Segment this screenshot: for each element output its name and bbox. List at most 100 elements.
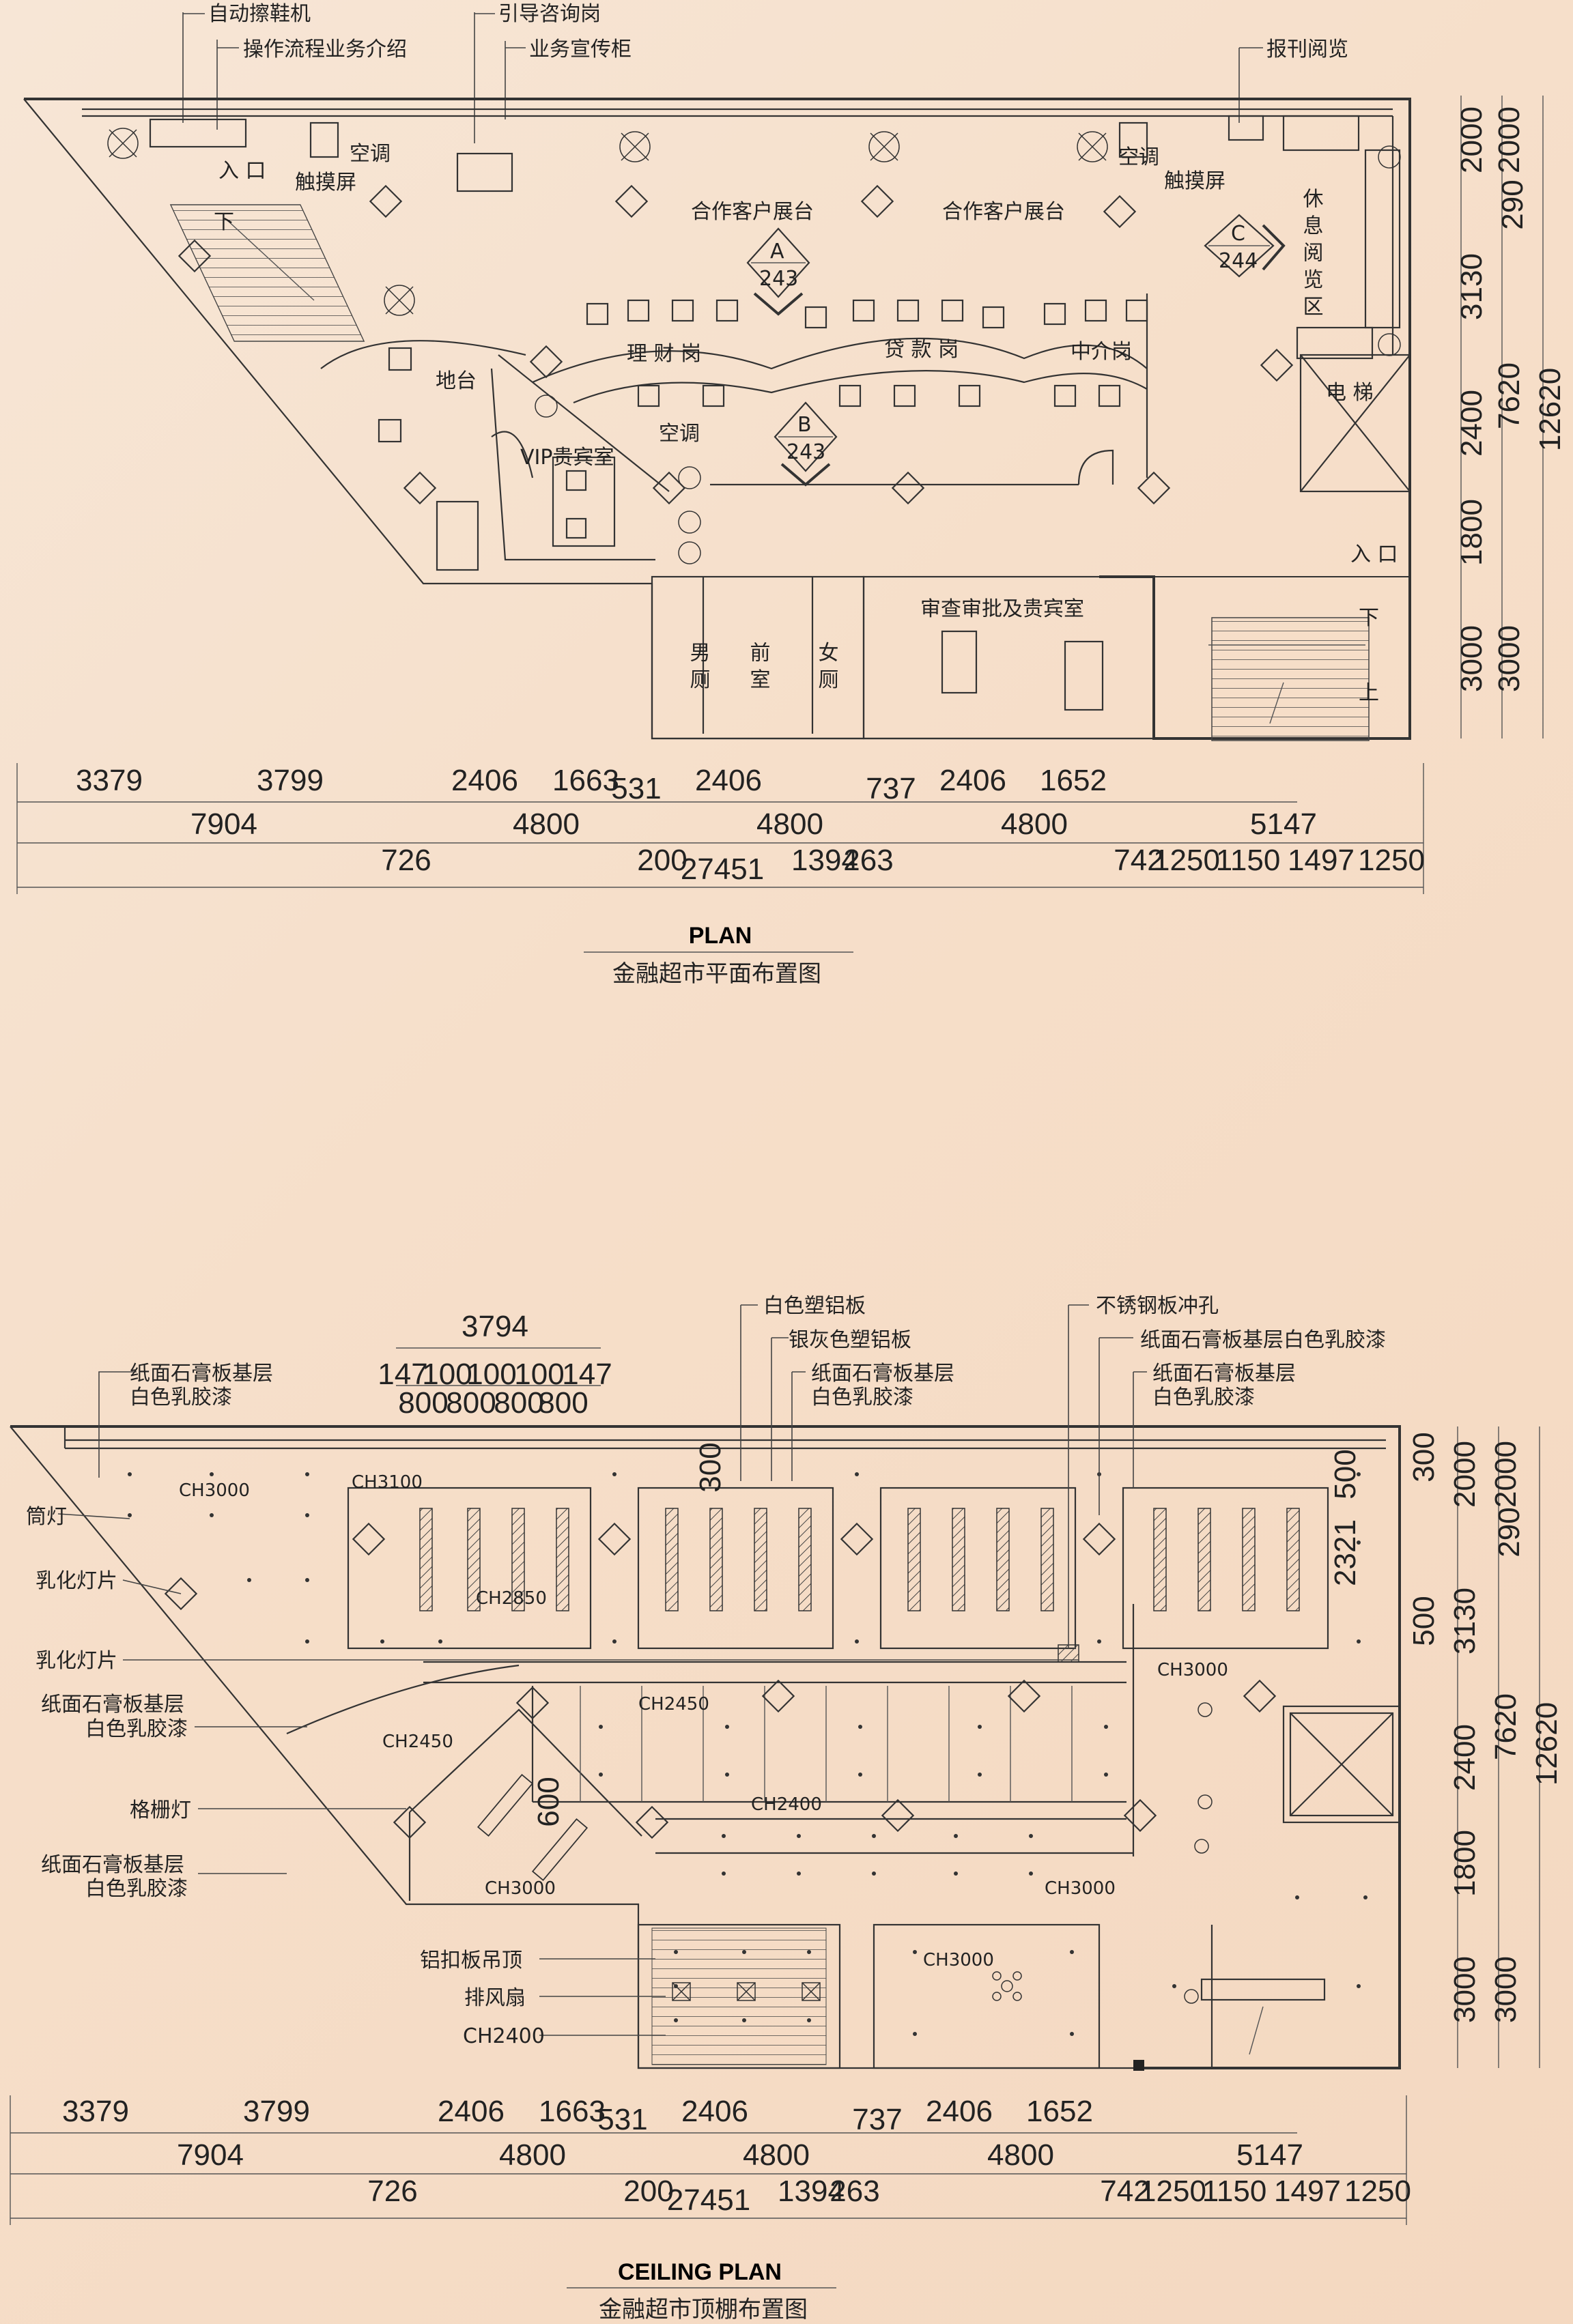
- svg-text:100: 100: [422, 1358, 472, 1391]
- plan-walls: A 243 B 243 C 244: [23, 98, 1411, 741]
- svg-text:1150: 1150: [1202, 2175, 1267, 2208]
- svg-text:CH3000: CH3000: [923, 1950, 994, 1970]
- label-rest-area: 休 息 阅 览 区: [1299, 188, 1324, 316]
- svg-text:726: 726: [381, 844, 431, 877]
- svg-text:12620: 12620: [1530, 1702, 1563, 1785]
- plan-top-callouts: 自动擦鞋机 操作流程业务介绍 引导咨询岗 业务宣传柜 报刊阅览: [182, 2, 1348, 143]
- ceiling-dims-vertical: 300 2000 290 3130 2400 1800 3000 2000 76…: [1407, 1426, 1563, 2068]
- svg-text:1800: 1800: [1448, 1830, 1482, 1897]
- svg-text:200: 200: [623, 2175, 673, 2208]
- ceiling-title-en: CEILING PLAN: [618, 2259, 782, 2285]
- callout-diffuser-2: 乳化灯片: [36, 1649, 117, 1673]
- svg-text:27451: 27451: [681, 852, 764, 886]
- section-mark-b: B 243: [774, 401, 838, 487]
- label-finance-desk: 理 财 岗: [627, 342, 701, 366]
- svg-text:4800: 4800: [987, 2138, 1054, 2172]
- callout-latex-3: 白色乳胶漆: [85, 1877, 188, 1901]
- ceiling-plan-drawing: 3794 147 100 100 100 147 800 800 800 800: [10, 1294, 1563, 2323]
- svg-text:800: 800: [398, 1386, 448, 1420]
- label-mens-room: 男 厕: [686, 642, 710, 689]
- plan-chairs: [378, 299, 1148, 539]
- svg-text:147: 147: [378, 1358, 427, 1391]
- callout-grille-light: 格栅灯: [130, 1798, 191, 1822]
- callout-downlight: 筒灯: [26, 1505, 67, 1529]
- ceiling-downlights: [672, 1644, 1213, 2004]
- svg-text:742: 742: [1100, 2175, 1150, 2208]
- plan-room-labels: 入 口 下 空调 触摸屏 空调 触摸屏 空调 合作客户展台 合作客户展台 地台 …: [214, 142, 1398, 705]
- callout-gypsum-3: 纸面石膏板基层: [41, 1853, 184, 1877]
- callout-gypsum-latex: 纸面石膏板基层白色乳胶漆: [1140, 1328, 1386, 1352]
- svg-text:800: 800: [538, 1386, 588, 1420]
- svg-text:1497: 1497: [1288, 844, 1355, 877]
- label-aircon-2: 空调: [1118, 145, 1159, 169]
- svg-text:243: 243: [759, 267, 798, 291]
- callout-aluminum-ceiling: 铝扣板吊顶: [420, 1949, 522, 1972]
- svg-text:300: 300: [694, 1442, 727, 1492]
- svg-text:1250: 1250: [1153, 844, 1220, 877]
- svg-text:742: 742: [1114, 844, 1163, 877]
- svg-text:4800: 4800: [743, 2138, 810, 2172]
- grille-lights: [419, 1508, 1300, 1881]
- callout-silver-panel: 银灰色塑铝板: [789, 1328, 911, 1352]
- svg-text:5147: 5147: [1250, 807, 1317, 841]
- callout-steel-perforated: 不锈钢板冲孔: [1096, 1294, 1219, 1318]
- svg-text:1150: 1150: [1216, 844, 1281, 877]
- callout-gypsum-1: 纸面石膏板基层: [130, 1362, 273, 1386]
- svg-text:726: 726: [367, 2175, 417, 2208]
- svg-text:1652: 1652: [1040, 764, 1107, 797]
- label-aircon-3: 空调: [659, 422, 700, 446]
- svg-text:12620: 12620: [1533, 368, 1567, 451]
- svg-text:800: 800: [446, 1386, 496, 1420]
- ceiling-inner-dims: 300 600 2321 500 500: [532, 1442, 1441, 1826]
- label-agency-desk: 中介岗: [1071, 340, 1132, 364]
- plan-title-en: PLAN: [689, 923, 752, 949]
- svg-text:B: B: [797, 413, 812, 437]
- label-platform: 地台: [436, 369, 477, 393]
- svg-text:4800: 4800: [499, 2138, 566, 2172]
- callout-ch2400: CH2400: [463, 2024, 545, 2048]
- svg-text:3000: 3000: [1455, 625, 1488, 692]
- svg-text:600: 600: [532, 1777, 565, 1826]
- svg-text:CH2400: CH2400: [751, 1794, 822, 1815]
- svg-text:1250: 1250: [1344, 2175, 1411, 2208]
- label-down-right: 下: [1359, 606, 1379, 630]
- ceiling-title-cn: 金融超市顶棚布置图: [599, 2296, 808, 2323]
- svg-text:2406: 2406: [695, 764, 762, 797]
- svg-text:1250: 1250: [1358, 844, 1425, 877]
- ceiling-walls: [10, 1425, 1401, 2071]
- plan-title-cn: 金融超市平面布置图: [612, 960, 821, 988]
- svg-text:3379: 3379: [62, 2095, 129, 2128]
- callout-diffuser-1: 乳化灯片: [36, 1569, 117, 1593]
- plan-title: PLAN 金融超市平面布置图: [584, 923, 853, 988]
- ceiling-title: CEILING PLAN 金融超市顶棚布置图: [567, 2259, 836, 2323]
- label-aircon-1: 空调: [350, 142, 391, 166]
- svg-text:2000: 2000: [1492, 106, 1526, 173]
- svg-text:290: 290: [1496, 180, 1529, 229]
- svg-text:2000: 2000: [1455, 106, 1488, 173]
- label-vip-room: VIP贵宾室: [520, 446, 614, 470]
- svg-text:1663: 1663: [552, 764, 619, 797]
- callout-latex-1: 白色乳胶漆: [130, 1386, 232, 1409]
- label-partner-booth-2: 合作客户展台: [942, 200, 1065, 224]
- svg-text:C: C: [1231, 222, 1245, 246]
- svg-text:2400: 2400: [1455, 390, 1488, 457]
- label-touchscreen-2: 触摸屏: [1164, 169, 1225, 193]
- callout-latex-right: 白色乳胶漆: [1152, 1386, 1255, 1409]
- svg-text:244: 244: [1219, 249, 1258, 273]
- svg-text:1663: 1663: [539, 2095, 606, 2128]
- svg-text:263: 263: [843, 844, 893, 877]
- callout-exhaust-fan: 排风扇: [464, 1986, 526, 2010]
- svg-text:300: 300: [1407, 1432, 1441, 1482]
- svg-text:CH2450: CH2450: [382, 1732, 453, 1752]
- ceiling-top-dims: 3794 147 100 100 100 147 800 800 800 800: [378, 1310, 612, 1420]
- svg-text:7904: 7904: [190, 807, 257, 841]
- ceiling-left-callouts: 纸面石膏板基层 白色乳胶漆 筒灯 乳化灯片 乳化灯片 纸面石膏板基层 白色乳胶漆…: [26, 1362, 1079, 2048]
- label-touchscreen-1: 触摸屏: [295, 171, 356, 195]
- plan-dims-vertical: 2000 290 3130 2400 1800 3000 2000 7620 3…: [1455, 96, 1567, 738]
- svg-text:2406: 2406: [939, 764, 1006, 797]
- svg-text:27451: 27451: [667, 2183, 750, 2217]
- svg-text:500: 500: [1329, 1449, 1362, 1499]
- callout-promo-cabinet: 业务宣传柜: [529, 38, 632, 61]
- section-mark-a: A 243: [746, 227, 810, 316]
